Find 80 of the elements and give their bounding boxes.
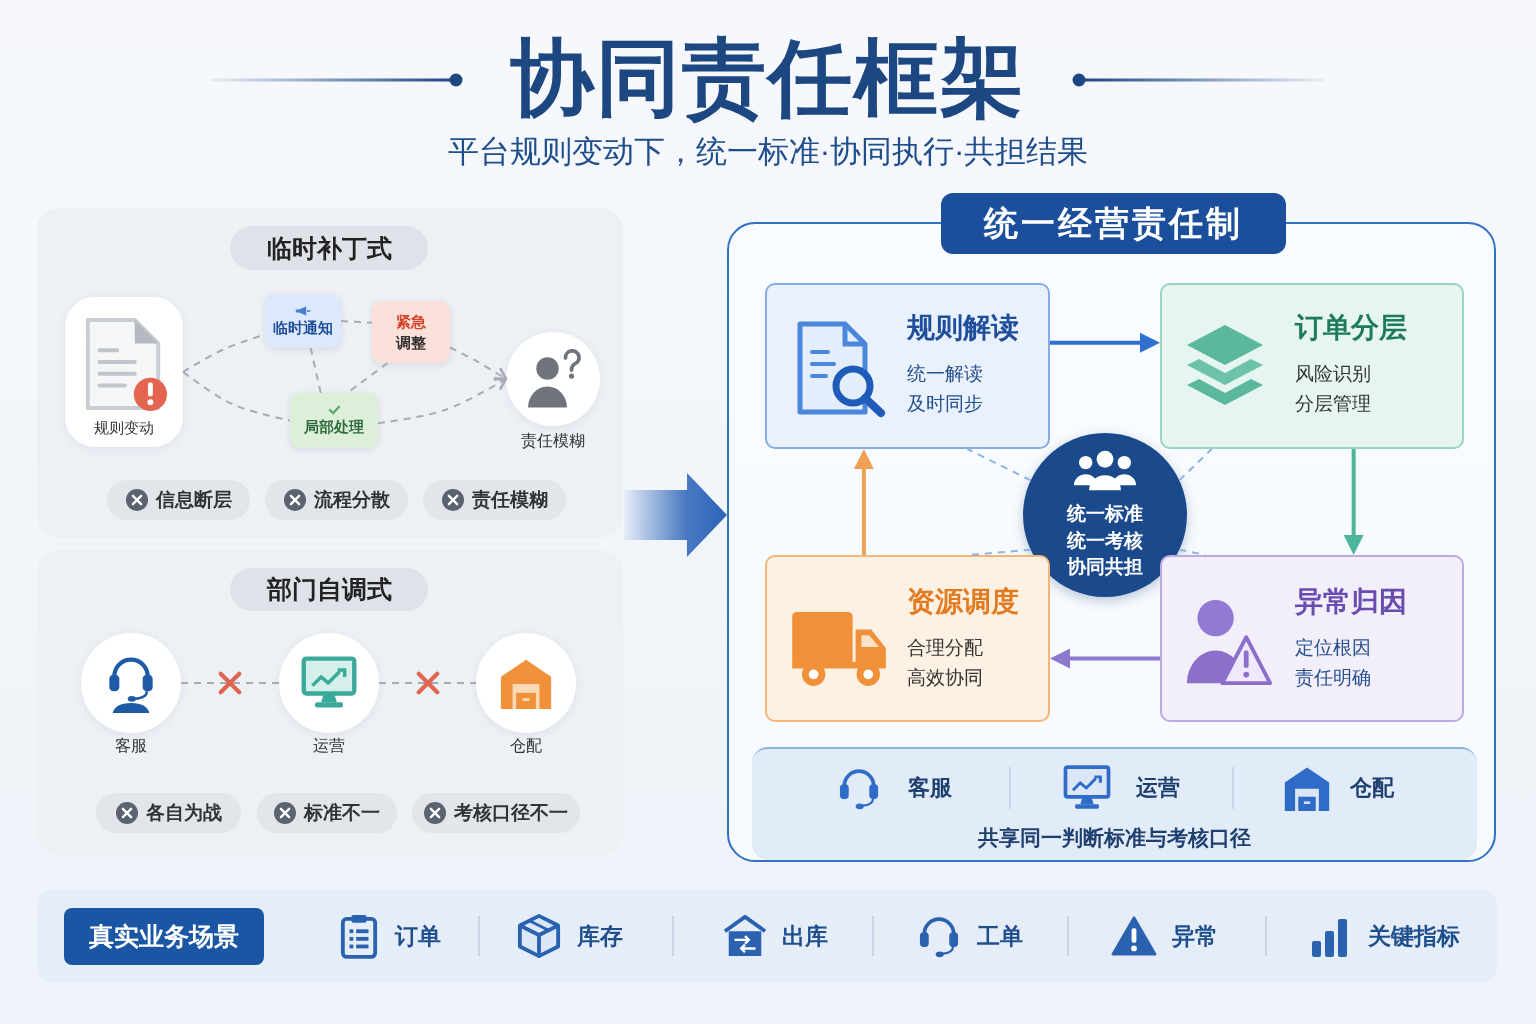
- dashed-connector: [340, 320, 373, 324]
- tag-text: 各自为战: [145, 801, 222, 825]
- tag-text: 紧急: [396, 312, 426, 331]
- node-label: 运营: [313, 736, 345, 756]
- tag-text: 临时通知: [273, 317, 333, 337]
- tag-text: 考核口径不一: [454, 801, 568, 825]
- problem-tag: [412, 793, 580, 833]
- dashed-connector: [1178, 548, 1207, 556]
- card-title: 异常归因: [1295, 585, 1407, 619]
- scenario-label: 异常: [1172, 922, 1218, 951]
- node-label: 客服: [115, 736, 147, 756]
- block-arrow: [623, 473, 727, 558]
- dashed-arrow: [449, 346, 508, 381]
- card-label: 规则变动: [94, 418, 154, 438]
- title: 协同责任框架: [510, 30, 1026, 127]
- hub-text: 统一考核: [1067, 528, 1143, 553]
- problem-tag: [96, 793, 241, 833]
- feature-card: [1160, 283, 1464, 449]
- dashed-connector: [309, 347, 322, 394]
- tag-text: 调整: [396, 333, 426, 352]
- scenario-label: 库存: [577, 922, 623, 951]
- section-title: 临时补丁式: [230, 226, 428, 270]
- tag-text: 流程分散: [313, 488, 390, 512]
- hub-text: 统一标准: [1067, 502, 1143, 526]
- problem-tag: [423, 480, 566, 520]
- problem-tag: [265, 480, 408, 520]
- note-card: [372, 301, 450, 363]
- department-label: 客服: [908, 774, 952, 802]
- problem-tag: [107, 480, 250, 520]
- card-text: 分层管理: [1295, 392, 1371, 416]
- tag-text: 标准不一: [304, 801, 380, 825]
- document-card: [65, 297, 183, 447]
- note-card: [265, 294, 341, 348]
- card-text: 统一解读: [907, 362, 983, 386]
- arrow: [1050, 332, 1160, 353]
- dashed-connector: [182, 371, 291, 422]
- section-title: 部门自调式: [230, 568, 428, 611]
- feature-card: [765, 283, 1050, 449]
- arrow: [853, 449, 874, 555]
- dashed-connector: [180, 682, 280, 684]
- node-label: 仓配: [510, 736, 542, 756]
- scenario-label: 出库: [782, 922, 828, 951]
- tag-text: 责任模糊: [471, 488, 548, 512]
- dashed-connector: [1178, 448, 1213, 482]
- card-text: 合理分配: [907, 636, 983, 660]
- card-title: 规则解读: [907, 311, 1019, 345]
- dashed-connector: [969, 548, 1032, 556]
- tag-text: 信息断层: [155, 488, 232, 512]
- problem-tag: [257, 793, 397, 833]
- section-panel: [37, 208, 623, 538]
- tag-text: 局部处理: [304, 417, 364, 436]
- dashed-arrow: [377, 377, 508, 425]
- scenario-label: 订单: [395, 922, 441, 951]
- scenario-title: 真实业务场景: [64, 908, 264, 965]
- panel-title: 统一经营责任制: [941, 193, 1286, 254]
- scenario-label: 工单: [977, 922, 1023, 951]
- note-card: [290, 393, 378, 448]
- scenario-bar: [37, 890, 1497, 982]
- card-text: 责任明确: [1295, 666, 1371, 690]
- band-caption: 共享同一判断标准与考核口径: [978, 825, 1251, 851]
- dashed-connector: [378, 682, 477, 684]
- arrow: [1050, 648, 1160, 669]
- section-panel: [37, 550, 623, 855]
- department-label: 运营: [1136, 774, 1180, 802]
- department-label: 仓配: [1350, 774, 1394, 802]
- hub-text: 协同共担: [1067, 555, 1143, 579]
- scenario-label: 关键指标: [1368, 922, 1460, 951]
- card-text: 风险识别: [1295, 362, 1371, 386]
- feature-card: [765, 555, 1050, 722]
- feature-card: [1160, 555, 1464, 722]
- arrow: [1343, 449, 1364, 555]
- card-text: 高效协同: [907, 666, 983, 690]
- subtitle: 平台规则变动下，统一标准·协同执行·共担结果: [447, 133, 1089, 171]
- card-title: 订单分层: [1295, 311, 1407, 345]
- node-label: 责任模糊: [521, 431, 585, 451]
- dashed-connector: [966, 448, 1032, 482]
- card-text: 定位根因: [1295, 636, 1371, 660]
- shared-band: [752, 747, 1477, 860]
- card-title: 资源调度: [907, 585, 1019, 619]
- card-text: 及时同步: [907, 392, 983, 416]
